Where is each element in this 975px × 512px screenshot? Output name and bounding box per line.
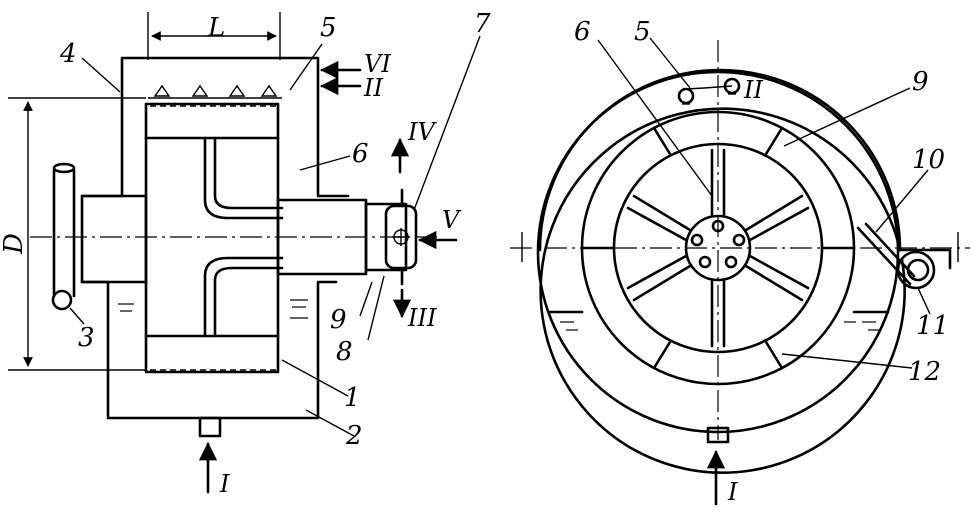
internal-pipe-lower (203, 256, 284, 338)
tank-outline (80, 56, 350, 420)
front-label-6: 6 (574, 17, 591, 47)
flow-label-iv: IV (407, 118, 437, 146)
label-3: 3 (78, 323, 95, 353)
internal-pipe-upper (203, 136, 284, 220)
front-label-11: 11 (916, 311, 949, 341)
label-4: 4 (59, 39, 77, 69)
front-inlet-pipe (706, 426, 730, 444)
label-dim-l: L (207, 13, 225, 43)
front-label-10: 10 (912, 145, 945, 175)
label-2: 2 (345, 421, 363, 451)
nozzle-left (677, 87, 695, 105)
liquid-level-right (548, 310, 890, 331)
front-section-view: 6 5 9 10 11 12 II I (510, 17, 970, 506)
label-5: 5 (320, 13, 337, 43)
label-dim-d: D (0, 233, 29, 255)
drum-spokes (626, 148, 810, 348)
side-section-view: L D 4 5 7 6 9 8 1 2 3 VI II IV III V I (0, 9, 491, 498)
chute (898, 248, 952, 270)
shaft-left (80, 194, 148, 284)
screw-shaft (906, 258, 930, 282)
label-9: 9 (330, 305, 347, 335)
front-flow-label-i: I (727, 478, 738, 506)
label-1: 1 (344, 383, 361, 413)
drive-pulley (51, 289, 73, 311)
screw-conveyor (896, 250, 936, 290)
spray-nozzles (148, 84, 282, 99)
liquid-level-left (118, 299, 308, 319)
flow-label-i: I (219, 470, 230, 498)
front-flow-label-ii: II (743, 76, 763, 104)
label-6: 6 (352, 139, 369, 169)
flow-label-iii: III (407, 304, 437, 332)
front-label-12: 12 (908, 357, 941, 387)
inlet-pipe (198, 416, 222, 438)
flow-label-ii: II (363, 74, 383, 102)
scraper-knife-edge (864, 222, 916, 278)
drum-body (144, 102, 280, 374)
flow-label-v: V (442, 206, 462, 234)
front-label-9: 9 (912, 67, 929, 97)
flow-label-vi: VI (364, 50, 391, 78)
label-8: 8 (336, 337, 353, 367)
drive-pulley-top (52, 162, 76, 174)
label-7: 7 (474, 9, 491, 39)
scraper-knife (856, 226, 912, 286)
front-label-5: 5 (634, 17, 651, 47)
